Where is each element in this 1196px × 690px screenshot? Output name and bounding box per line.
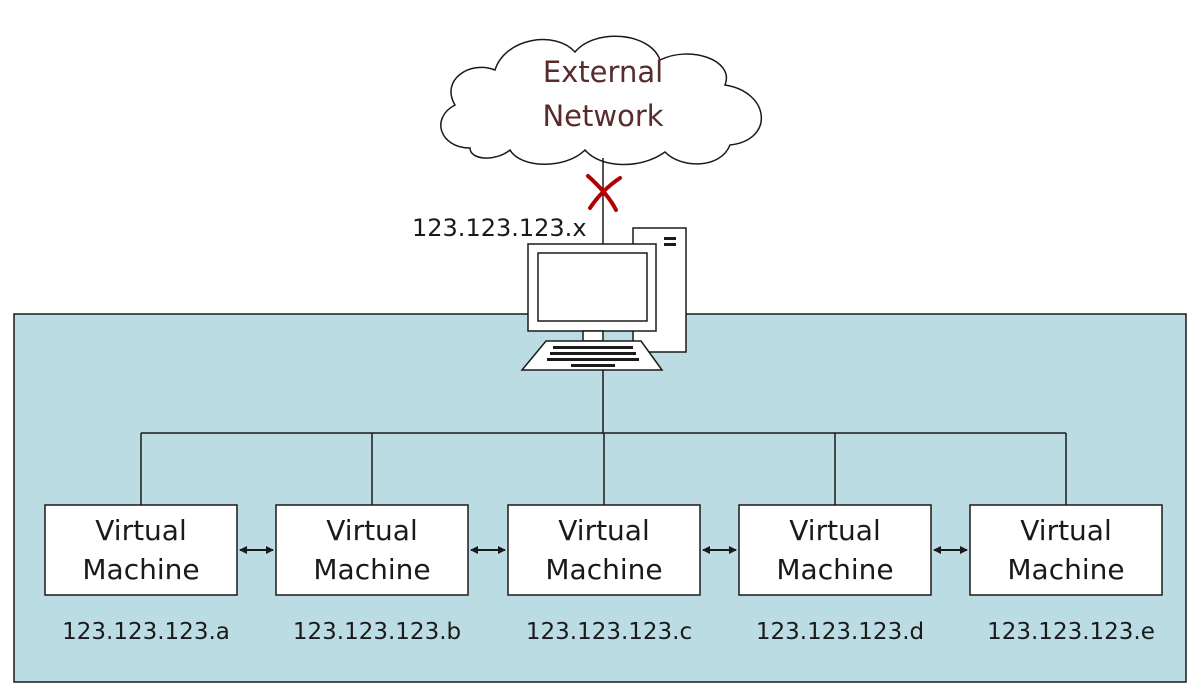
vm-label-line2: Machine: [313, 553, 430, 586]
vm-ip-label: 123.123.123.d: [756, 619, 924, 645]
vm-label-line1: Virtual: [1020, 514, 1112, 547]
virtual-machine-box: [44, 504, 238, 596]
vm-ip-label: 123.123.123.c: [526, 619, 692, 645]
virtual-machine-box: [275, 504, 469, 596]
host-ip-label: 123.123.123.x: [412, 214, 587, 242]
vm-ip-label: 123.123.123.b: [293, 619, 461, 645]
vm-label-line2: Machine: [776, 553, 893, 586]
cloud-label-line1: External: [543, 55, 663, 89]
vm-label-line1: Virtual: [95, 514, 187, 547]
vm-ip-label: 123.123.123.a: [62, 619, 230, 645]
virtual-machine-box: [969, 504, 1163, 596]
cloud-label-line2: Network: [542, 99, 663, 133]
private-network-area: [13, 313, 1187, 683]
vm-label-line1: Virtual: [789, 514, 881, 547]
desktop-computer-icon: [520, 227, 687, 371]
virtual-machine-box: [738, 504, 932, 596]
vm-label-line1: Virtual: [326, 514, 418, 547]
vm-label-line2: Machine: [82, 553, 199, 586]
vm-label-line2: Machine: [1007, 553, 1124, 586]
vm-ip-label: 123.123.123.e: [987, 619, 1155, 645]
vm-label-line1: Virtual: [558, 514, 650, 547]
virtual-machine-box: [507, 504, 701, 596]
x-cross-icon: [586, 174, 622, 212]
vm-label-line2: Machine: [545, 553, 662, 586]
external-network-cloud: External Network: [440, 35, 762, 166]
